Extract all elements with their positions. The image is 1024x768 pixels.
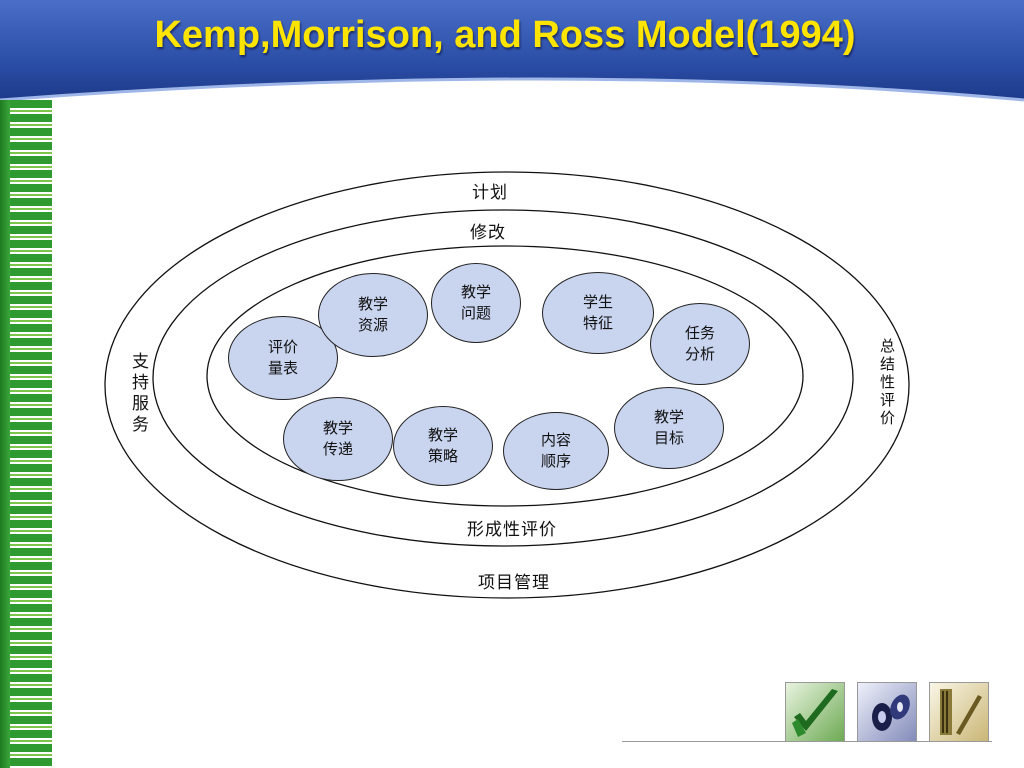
inner-ring xyxy=(206,245,804,507)
middle-ring xyxy=(152,209,854,547)
node-learner-characteristics: 学生特征 xyxy=(542,272,654,354)
disc-tile-icon xyxy=(857,682,917,742)
node-instructional-resources: 教学资源 xyxy=(318,273,428,357)
side-stripe-decoration xyxy=(0,100,52,768)
slide-title: Kemp,Morrison, and Ross Model(1994) xyxy=(154,14,856,56)
node-evaluation-instruments: 评价量表 xyxy=(228,316,338,400)
node-teaching-problem: 教学问题 xyxy=(431,263,521,343)
support-services-label: 支持服务 xyxy=(128,352,148,436)
outer-ring xyxy=(104,171,910,599)
project-management-label: 项目管理 xyxy=(478,573,550,593)
node-task-analysis: 任务分析 xyxy=(650,303,750,385)
node-instructional-objectives: 教学目标 xyxy=(614,387,724,469)
node-content-sequencing: 内容顺序 xyxy=(503,412,609,490)
node-designing-the-message: 教学传递 xyxy=(283,397,393,481)
pen-tile-icon xyxy=(929,682,989,742)
title-banner xyxy=(0,0,1024,110)
summative-evaluation-label: 总结性评价 xyxy=(878,338,896,428)
checkmark-tile-icon xyxy=(785,682,845,742)
revision-label: 修改 xyxy=(470,223,506,243)
formative-evaluation-label: 形成性评价 xyxy=(467,520,557,540)
plan-label: 计划 xyxy=(472,183,508,203)
node-instructional-strategies: 教学策略 xyxy=(393,406,493,486)
